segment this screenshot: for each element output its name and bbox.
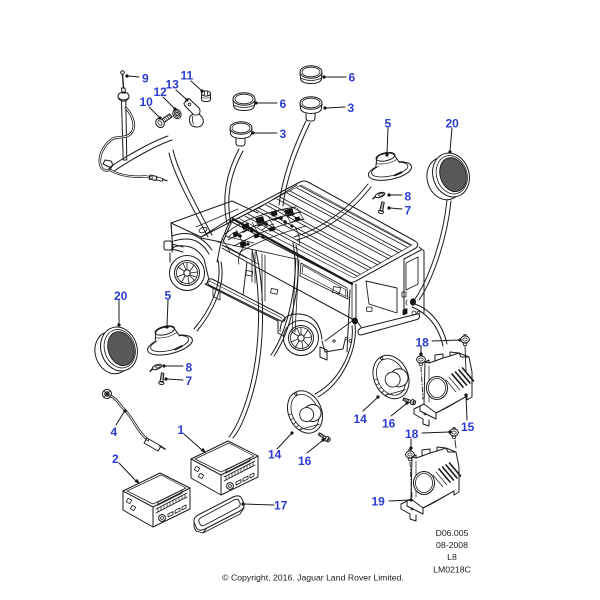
- svg-text:1: 1: [178, 423, 185, 437]
- svg-text:15: 15: [461, 420, 475, 434]
- svg-text:5: 5: [385, 117, 392, 131]
- svg-text:19: 19: [372, 495, 386, 509]
- svg-text:13: 13: [166, 78, 180, 92]
- svg-text:16: 16: [298, 454, 312, 468]
- svg-text:5: 5: [165, 289, 172, 303]
- svg-text:18: 18: [405, 427, 419, 441]
- svg-text:6: 6: [280, 97, 287, 111]
- svg-text:14: 14: [268, 448, 282, 462]
- svg-text:8: 8: [186, 361, 193, 375]
- svg-text:18: 18: [416, 336, 430, 350]
- svg-text:6: 6: [349, 71, 356, 85]
- svg-text:11: 11: [181, 69, 194, 83]
- svg-text:17: 17: [274, 499, 288, 513]
- svg-text:8: 8: [405, 190, 412, 204]
- svg-text:3: 3: [348, 101, 355, 115]
- svg-text:14: 14: [354, 412, 368, 426]
- svg-text:10: 10: [140, 95, 154, 109]
- svg-text:9: 9: [142, 72, 149, 86]
- svg-text:2: 2: [112, 452, 119, 466]
- svg-text:16: 16: [382, 417, 396, 431]
- svg-text:12: 12: [154, 85, 168, 99]
- svg-text:7: 7: [405, 204, 412, 218]
- svg-text:© Copyright, 2016. Jaguar Land: © Copyright, 2016. Jaguar Land Rover Lim…: [222, 573, 404, 583]
- svg-text:20: 20: [114, 289, 128, 303]
- svg-text:D06.005: D06.005: [436, 528, 469, 538]
- svg-text:4: 4: [111, 425, 118, 439]
- svg-text:08-2008: 08-2008: [436, 540, 468, 550]
- svg-text:3: 3: [280, 127, 287, 141]
- svg-text:7: 7: [186, 374, 193, 388]
- svg-text:L8: L8: [447, 552, 457, 562]
- svg-text:LM0218C: LM0218C: [433, 565, 471, 575]
- svg-text:20: 20: [446, 117, 460, 131]
